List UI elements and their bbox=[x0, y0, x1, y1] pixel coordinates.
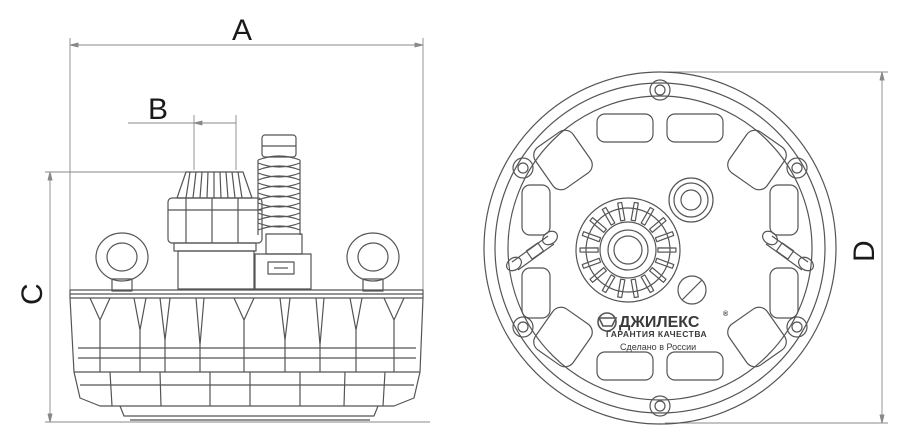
logo-registered-mark: ® bbox=[723, 310, 729, 318]
gland-rib bbox=[589, 217, 608, 233]
cooling-fins bbox=[69, 297, 424, 373]
gland-rib bbox=[648, 267, 667, 283]
gland-rib bbox=[581, 257, 602, 269]
top-view bbox=[483, 71, 837, 425]
central-gland bbox=[575, 197, 681, 303]
dimension-label-c: C bbox=[16, 283, 49, 305]
gland-rib bbox=[579, 247, 599, 253]
gland-rib bbox=[654, 257, 675, 269]
gland-rib bbox=[617, 278, 626, 299]
housing-top bbox=[69, 289, 424, 299]
logo-mark bbox=[597, 312, 618, 332]
gland-rib bbox=[640, 274, 655, 294]
spring bbox=[257, 134, 303, 255]
gland-rib bbox=[657, 247, 677, 253]
outer-flange bbox=[483, 71, 837, 425]
upper-body bbox=[177, 250, 312, 290]
gland-rib bbox=[581, 231, 602, 243]
dimension-lines bbox=[45, 38, 888, 424]
dimension-label-a: A bbox=[232, 14, 252, 47]
gland-rib bbox=[648, 217, 667, 233]
handle-left bbox=[505, 230, 559, 272]
gland-rib bbox=[601, 206, 616, 226]
dimension-label-d: D bbox=[848, 240, 881, 262]
cable-gland bbox=[167, 171, 263, 252]
gland-rib bbox=[601, 274, 616, 294]
housing-bottom bbox=[73, 371, 421, 421]
gland-rib bbox=[630, 201, 639, 222]
brand-logo: ДЖИЛЕКС ® ГАРАНТИЯ КАЧЕСТВА Сделано в Ро… bbox=[597, 310, 729, 352]
gland-rib bbox=[589, 267, 608, 283]
small-gland bbox=[668, 177, 714, 223]
dimension-label-b: B bbox=[148, 93, 168, 126]
plug bbox=[677, 275, 707, 305]
logo-made-in: Сделано в России bbox=[620, 342, 696, 352]
gland-rib bbox=[654, 231, 675, 243]
eye-bolt-right bbox=[346, 232, 400, 292]
gland-rib bbox=[630, 278, 639, 299]
logo-brand: ДЖИЛЕКС bbox=[619, 314, 700, 331]
gland-rib bbox=[640, 206, 655, 226]
logo-tagline: ГАРАНТИЯ КАЧЕСТВА bbox=[606, 329, 707, 339]
eye-bolt-left bbox=[95, 232, 149, 292]
slot-ring bbox=[521, 113, 799, 381]
gland-rib bbox=[617, 201, 626, 222]
mounting-bolts bbox=[512, 79, 808, 417]
side-view bbox=[45, 38, 888, 424]
handle-right bbox=[761, 230, 815, 272]
